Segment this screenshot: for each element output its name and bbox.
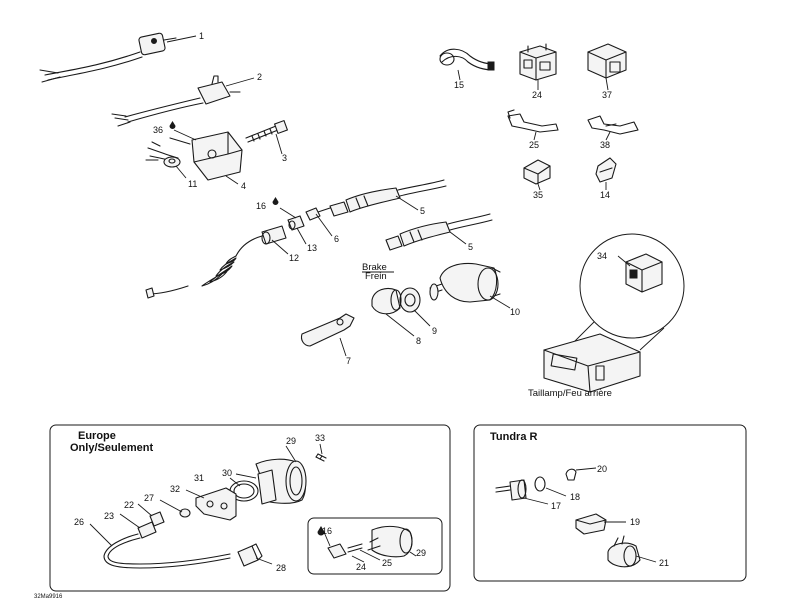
callout-34: 34 — [597, 251, 607, 261]
callout-t20: 20 — [597, 464, 607, 474]
leader-lines — [89, 35, 657, 565]
callout-36: 36 — [153, 125, 163, 135]
callout-t21: 21 — [659, 558, 669, 568]
callout-14: 14 — [600, 190, 610, 200]
part-37-connector — [587, 43, 627, 79]
callout-6: 6 — [334, 234, 339, 244]
callout-t18: 18 — [570, 492, 580, 502]
callout-e27: 27 — [144, 493, 154, 503]
part-5-harness-upper — [311, 179, 447, 217]
callout-13: 13 — [307, 243, 317, 253]
part-7-bracket — [300, 313, 355, 347]
part-26-wire — [103, 533, 231, 569]
part-17-socket — [495, 479, 527, 501]
part-1-connector — [39, 32, 177, 83]
inset-part-25-pins — [347, 543, 363, 553]
part-18-ring — [534, 476, 546, 492]
part-15-cable-tie — [439, 48, 495, 71]
callout-t19: 19 — [630, 517, 640, 527]
part-11-nut-wires — [145, 141, 181, 168]
part-24-connector — [519, 43, 557, 81]
part-3-bolt — [245, 120, 288, 143]
drop-icon-16 — [272, 197, 279, 205]
part-13-sleeve — [287, 215, 305, 231]
callout-11: 11 — [188, 179, 197, 189]
label-frein: Frein — [365, 271, 387, 282]
callout-e30: 30 — [222, 468, 232, 478]
inset-part-29-gauge — [367, 525, 413, 558]
callout-35: 35 — [533, 190, 543, 200]
inset-part-16-cap — [317, 526, 325, 536]
callout-e22: 22 — [124, 500, 134, 510]
callout-e23: 23 — [104, 511, 114, 521]
callout-e28: 28 — [276, 563, 286, 573]
callout-4: 4 — [241, 181, 246, 191]
callout-10: 10 — [510, 307, 520, 317]
detail-circle — [579, 233, 685, 339]
part-19-clip — [575, 513, 607, 535]
part-38-terminal — [587, 115, 639, 135]
part-5-harness-lower — [385, 213, 493, 251]
part-4-housing — [169, 131, 243, 181]
part-27-nut — [179, 508, 191, 518]
callout-e32: 32 — [170, 484, 180, 494]
reference-code: 32Ma9916 — [34, 594, 63, 600]
callout-25: 25 — [529, 140, 539, 150]
callout-37: 37 — [602, 90, 612, 100]
part-35-clip — [523, 159, 551, 185]
europe-only-box — [49, 424, 451, 592]
callout-e26: 26 — [74, 517, 84, 527]
label-taillamp: Taillamp/Feu arrière — [528, 388, 612, 399]
inset-part-24-connector — [327, 543, 347, 559]
part-25-terminal — [507, 109, 559, 133]
drop-icon-36 — [169, 121, 176, 129]
callout-3: 3 — [282, 153, 287, 163]
callout-12: 12 — [289, 253, 299, 263]
callout-e25: 25 — [382, 558, 392, 568]
callout-5-upper: 5 — [420, 206, 425, 216]
callout-e29-inset: 29 — [416, 548, 426, 558]
callout-e29: 29 — [286, 436, 296, 446]
part-8-bushing — [371, 287, 402, 315]
label-brake: Brake — [362, 262, 387, 273]
callout-2: 2 — [257, 72, 262, 82]
callout-5-lower: 5 — [468, 242, 473, 252]
callout-e31: 31 — [194, 473, 204, 483]
callout-t17: 17 — [551, 501, 561, 511]
callout-1: 1 — [199, 31, 204, 41]
callout-e24: 24 — [356, 562, 366, 572]
part-12-connector-coil — [145, 225, 287, 299]
part-20-bulb — [565, 468, 577, 481]
tundra-r-box — [473, 424, 747, 582]
tundra-title: Tundra R — [490, 431, 538, 443]
part-14-clip — [595, 157, 617, 183]
callout-24: 24 — [532, 90, 542, 100]
part-6-plug — [305, 207, 321, 221]
part-28-connector — [237, 543, 263, 567]
part-9-nut — [399, 287, 421, 313]
part-10-brake-switch — [429, 262, 501, 303]
europe-title-line2: Only/Seulement — [70, 442, 153, 454]
callout-15: 15 — [454, 80, 464, 90]
europe-title-line1: Europe — [78, 430, 116, 442]
callout-8: 8 — [416, 336, 421, 346]
callout-16: 16 — [256, 201, 266, 211]
callout-9: 9 — [432, 326, 437, 336]
part-32-bracket — [195, 487, 237, 521]
callout-7: 7 — [346, 356, 351, 366]
part-33-screw — [315, 453, 327, 462]
taillamp-detail — [543, 233, 685, 393]
callout-e16: 16 — [322, 526, 332, 536]
europe-inset-box — [307, 517, 443, 575]
part-23-socket — [137, 521, 157, 539]
part-2-switch — [111, 75, 241, 127]
part-21-socket — [607, 535, 641, 568]
part-31-bezel — [257, 469, 277, 505]
callout-38: 38 — [600, 140, 610, 150]
callout-e33: 33 — [315, 433, 325, 443]
